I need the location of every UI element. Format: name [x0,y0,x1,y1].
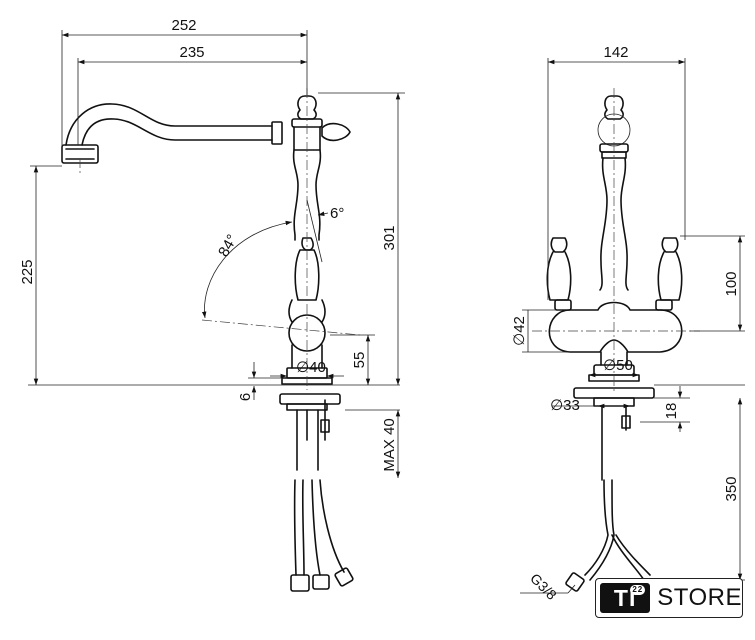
lever-handle [294,249,320,301]
dim-flange-height: 18 [663,403,680,420]
body-column [292,126,322,241]
dim-spout-height: 225 [19,259,36,284]
flex-hoses [293,479,345,576]
worktop-flange [279,393,341,405]
dim-total-height: 301 [381,225,398,250]
dim-base-diameter: ∅40 [296,359,326,376]
dim-thread: G3/8 [527,570,560,603]
front-mixer-body [548,301,683,353]
dim-base-thickness: 6 [237,393,254,401]
dim-total-width: 142 [603,44,628,61]
dim-base-height: 55 [351,352,368,369]
dim-spout-reach: 235 [179,44,204,61]
ti-store-logo: TI 22 STORE [595,578,743,618]
front-left-handle [546,237,572,301]
dim-front-base-diameter: ∅50 [603,357,633,374]
spout [65,103,273,146]
front-view: 142 100 ∅42 ∅50 ∅33 18 350 G3/8 [511,44,745,603]
front-body-column [599,157,629,291]
dim-max-worktop: MAX 40 [381,418,398,471]
logo-wordmark: STORE [657,584,742,611]
cartridge-body [288,314,326,352]
dim-handle-rotation: 84° [215,232,241,260]
dim-handle-tilt: 6° [330,205,344,222]
dim-handle-height: 100 [723,271,740,296]
logo-badge: TI 22 [600,583,651,613]
dim-body-diameter: ∅42 [511,316,528,346]
front-right-handle [657,237,683,301]
logo-superscript: 22 [630,585,646,595]
logo-badge-text: TI [613,584,637,611]
dim-total-reach: 252 [171,17,196,34]
front-flex-hoses [584,479,651,581]
side-view: 252 235 225 301 84° 6° ∅40 55 6 MAX 40 [19,17,405,592]
dim-hose-length: 350 [723,476,740,501]
dim-hole-diameter: ∅33 [550,397,580,414]
front-top-finial [604,95,624,120]
